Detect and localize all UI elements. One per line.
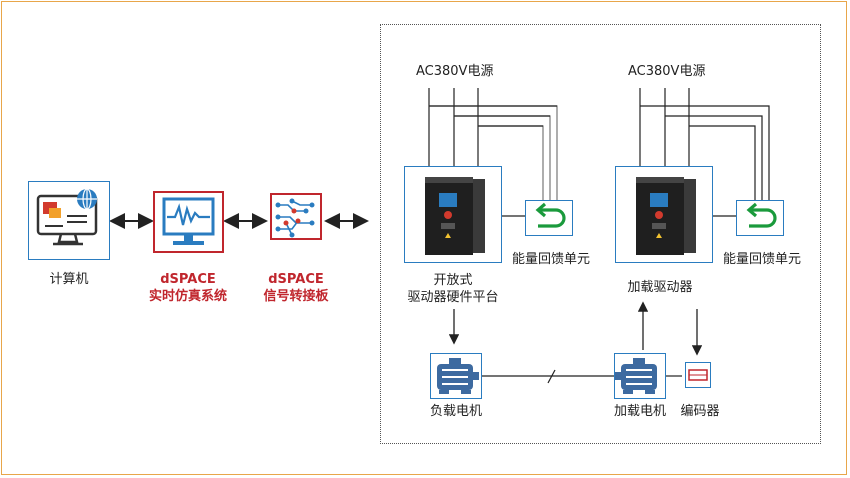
return-arrow-icon bbox=[746, 202, 777, 228]
left-power-lines bbox=[428, 88, 479, 166]
feedback-unit-left bbox=[525, 200, 573, 236]
load-motor-label: 负载电机 bbox=[429, 404, 482, 419]
feedback-right-label: 能量回馈单元 bbox=[722, 252, 801, 267]
power-label-right: AC380V电源 bbox=[628, 64, 706, 79]
motor-icon bbox=[615, 358, 657, 394]
right-feedback-lines bbox=[640, 105, 770, 217]
inverter-icon bbox=[636, 177, 696, 255]
load-driver-label: 加载驱动器 bbox=[627, 280, 693, 295]
open-driver-block bbox=[404, 166, 502, 263]
dspace-board-title: dSPACE bbox=[268, 272, 324, 287]
load-driver-block bbox=[615, 166, 713, 263]
drive-motor-block bbox=[614, 353, 666, 399]
circuit-board-icon bbox=[275, 198, 315, 238]
motor-icon bbox=[437, 358, 479, 394]
computer-icon bbox=[36, 188, 98, 246]
dspace-sim-block bbox=[153, 191, 224, 253]
feedback-unit-right bbox=[736, 200, 784, 236]
drive-motor-label: 加载电机 bbox=[613, 404, 666, 419]
feedback-left-label: 能量回馈单元 bbox=[511, 252, 590, 267]
hardware-platform-region bbox=[380, 24, 821, 444]
right-power-lines bbox=[639, 88, 690, 166]
open-driver-label-line2: 驱动器硬件平台 bbox=[407, 290, 499, 305]
load-motor-block bbox=[430, 353, 482, 399]
shaft-break-mark bbox=[547, 369, 556, 384]
return-arrow-icon bbox=[535, 202, 566, 228]
computer-label: 计算机 bbox=[49, 272, 89, 287]
monitor-waveform-icon bbox=[162, 197, 215, 245]
open-driver-label-line1: 开放式 bbox=[433, 273, 473, 288]
inverter-icon bbox=[425, 177, 485, 255]
encoder-label: 编码器 bbox=[680, 404, 720, 419]
left-feedback-lines bbox=[429, 105, 572, 217]
dspace-board-subtitle: 信号转接板 bbox=[263, 289, 329, 304]
encoder-block bbox=[685, 362, 711, 388]
dspace-board-block bbox=[270, 193, 322, 240]
dspace-sim-subtitle: 实时仿真系统 bbox=[148, 289, 227, 304]
encoder-icon bbox=[688, 369, 708, 381]
computer-block bbox=[28, 181, 110, 260]
dspace-sim-title: dSPACE bbox=[160, 272, 216, 287]
power-label-left: AC380V电源 bbox=[416, 64, 494, 79]
